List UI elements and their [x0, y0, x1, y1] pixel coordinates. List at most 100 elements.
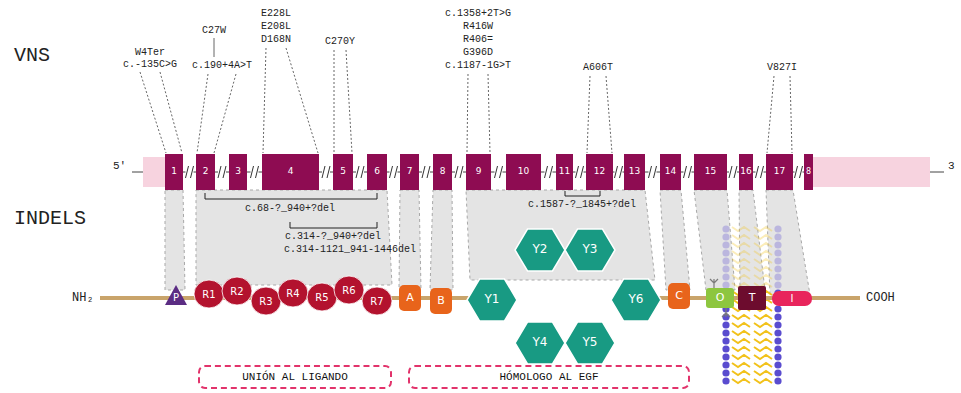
annotation-label: E208L	[261, 21, 291, 33]
node-label: I	[791, 293, 794, 304]
exon-box: 8	[804, 154, 813, 190]
exon-box: 6	[367, 154, 387, 190]
exon-box: 10	[506, 154, 541, 190]
exon-box: 2	[196, 154, 215, 190]
node-label: UNIÓN AL LIGANDO	[242, 371, 348, 383]
node-label: T	[749, 292, 756, 304]
node-label: 6	[374, 167, 380, 177]
ligand-repeat-circle: R4	[278, 279, 308, 307]
annotation-label: V827I	[767, 62, 797, 74]
domain-box: B	[430, 288, 452, 314]
annotation-label: W4Ter	[135, 47, 165, 59]
utr-band	[143, 157, 165, 187]
annotation-label: c.1587-?_1845+?del	[528, 199, 636, 211]
region-box: HÓMOLOGO AL EGF	[408, 365, 690, 389]
exon-box: 17	[766, 154, 793, 190]
exon-box: 3	[229, 154, 247, 190]
egf-hexagon: Y2	[515, 229, 565, 271]
exon-box: 5	[333, 154, 353, 190]
exon-box: 13	[624, 154, 645, 190]
node-label: 4	[288, 167, 294, 177]
annotation-label: c.-135C>G	[123, 59, 177, 71]
egf-hexagon: Y6	[611, 279, 661, 321]
annotation-label: C270Y	[325, 36, 355, 48]
node-label: 9	[476, 167, 482, 177]
domain-box: T	[738, 286, 766, 310]
section-heading: VNS	[14, 44, 50, 68]
node-label: 7	[407, 167, 413, 177]
node-label: 17	[774, 167, 785, 177]
exon-box: 12	[586, 154, 613, 190]
node-label: Y1	[485, 293, 500, 306]
node-label: 5	[340, 167, 346, 177]
annotation-label: c.190+4A>T	[192, 60, 252, 72]
node-label: HÓMOLOGO AL EGF	[499, 371, 598, 383]
ligand-repeat-circle: R7	[362, 287, 392, 315]
annotation-label: A606T	[583, 62, 613, 74]
annotation-label: c.68-?_940+?del	[245, 203, 335, 215]
domain-box: A	[399, 285, 421, 311]
domain-box: I	[772, 291, 812, 306]
annotation-label: c.1358+2T>G	[445, 8, 511, 20]
node-label: 15	[705, 167, 716, 177]
domain-box: O	[706, 288, 734, 308]
node-label: 16	[740, 167, 751, 177]
node-label: 8	[440, 167, 446, 177]
node-label: Y6	[629, 293, 644, 306]
section-heading: INDELS	[14, 207, 86, 231]
annotation-label: COOH	[866, 291, 895, 305]
ligand-repeat-circle: R5	[307, 283, 337, 311]
annotation-label: D168N	[261, 34, 291, 46]
annotation-label: G396D	[463, 47, 493, 59]
utr-band	[813, 157, 930, 187]
exon-box: 1	[165, 154, 183, 190]
ligand-repeat-circle: R2	[222, 277, 252, 305]
annotation-label: R416W	[463, 21, 493, 33]
node-label: 12	[594, 167, 605, 177]
node-label: 2	[203, 167, 209, 177]
egf-hexagon: Y1	[467, 279, 517, 321]
annotation-label: C27W	[202, 25, 226, 37]
node-label: P	[173, 292, 179, 303]
ligand-repeat-circle: R6	[334, 276, 364, 304]
exon-box: 11	[556, 154, 573, 190]
node-label: R7	[370, 296, 383, 307]
node-label: 8	[806, 168, 811, 177]
node-label: C	[675, 290, 683, 302]
node-label: Y3	[583, 243, 598, 256]
membrane	[722, 225, 782, 289]
node-label: R4	[286, 288, 299, 299]
exon-box: 15	[694, 154, 727, 190]
node-label: R1	[202, 289, 215, 300]
node-label: 10	[518, 167, 529, 177]
node-label: B	[437, 295, 445, 307]
node-label: A	[406, 292, 414, 304]
node-label: 14	[665, 167, 676, 177]
egf-hexagon: Y3	[565, 229, 615, 271]
annotation-label: R406=	[463, 34, 493, 46]
leader-line	[140, 48, 792, 153]
annotation-label: E228L	[261, 8, 291, 20]
leader-line	[214, 38, 215, 57]
egf-hexagon: Y4	[515, 322, 565, 364]
ligand-repeat-circle: R3	[251, 287, 281, 315]
annotation-label: NH₂	[72, 291, 94, 305]
annotation-label: 3	[948, 160, 955, 173]
annotation-label: c.314-?_940+?del	[285, 231, 381, 243]
node-label: Y2	[533, 243, 548, 256]
annotation-label: c.1187-1G>T	[445, 60, 511, 72]
exon-box: 8	[433, 154, 452, 190]
domain-box: C	[668, 283, 690, 309]
annotation-label: c.314-1121_941-1446del	[284, 244, 416, 256]
node-label: 13	[629, 167, 640, 177]
egf-hexagon: Y5	[565, 322, 615, 364]
node-label: Y5	[583, 336, 598, 349]
node-label: 11	[559, 167, 570, 177]
propeptide-triangle: P	[165, 285, 187, 305]
exon-box: 16	[739, 154, 753, 190]
exon-box: 9	[466, 154, 491, 190]
ligand-repeat-circle: R1	[194, 280, 224, 308]
exon-box: 4	[262, 154, 319, 190]
node-label: 3	[235, 167, 241, 177]
